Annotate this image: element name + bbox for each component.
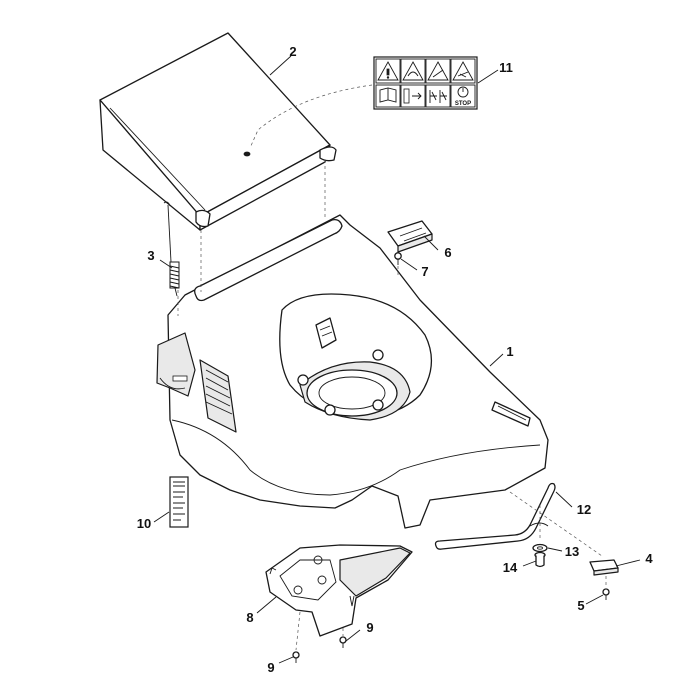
callout-8: 8 — [246, 610, 253, 625]
spring-part — [163, 201, 180, 297]
callout-10: 10 — [137, 516, 151, 531]
decal-part — [169, 476, 189, 528]
callout-7: 7 — [421, 264, 428, 279]
grass-catcher-cover — [99, 32, 337, 231]
callout-9a: 9 — [366, 620, 373, 635]
callout-labels: 1 2 3 4 5 6 7 8 9 9 10 11 12 13 14 — [137, 44, 654, 675]
leader-lines — [153, 55, 641, 664]
callout-1: 1 — [506, 344, 513, 359]
alignment-lines — [177, 84, 607, 651]
screw-5 — [602, 588, 610, 600]
callout-13: 13 — [565, 544, 579, 559]
callout-14: 14 — [503, 560, 518, 575]
stop-sign-text: STOP — [455, 101, 471, 107]
wire-linkage — [434, 482, 556, 550]
screw-7 — [394, 252, 402, 265]
callout-2: 2 — [289, 44, 296, 59]
mower-deck-housing — [156, 214, 549, 529]
callout-3: 3 — [147, 248, 154, 263]
small-bracket — [387, 220, 433, 253]
callout-11: 11 — [499, 60, 513, 75]
callout-6: 6 — [444, 245, 451, 260]
callout-12: 12 — [577, 502, 591, 517]
callout-4: 4 — [645, 551, 653, 566]
callout-9b: 9 — [267, 660, 274, 675]
screw-9-right — [339, 636, 347, 648]
bolt-14 — [534, 551, 546, 568]
discharge-chute — [265, 544, 413, 637]
screw-9-left — [292, 651, 300, 663]
small-plate — [589, 559, 619, 576]
warning-label-sheet: STOP — [373, 56, 478, 110]
callout-5: 5 — [577, 598, 584, 613]
washer-13 — [532, 543, 548, 553]
